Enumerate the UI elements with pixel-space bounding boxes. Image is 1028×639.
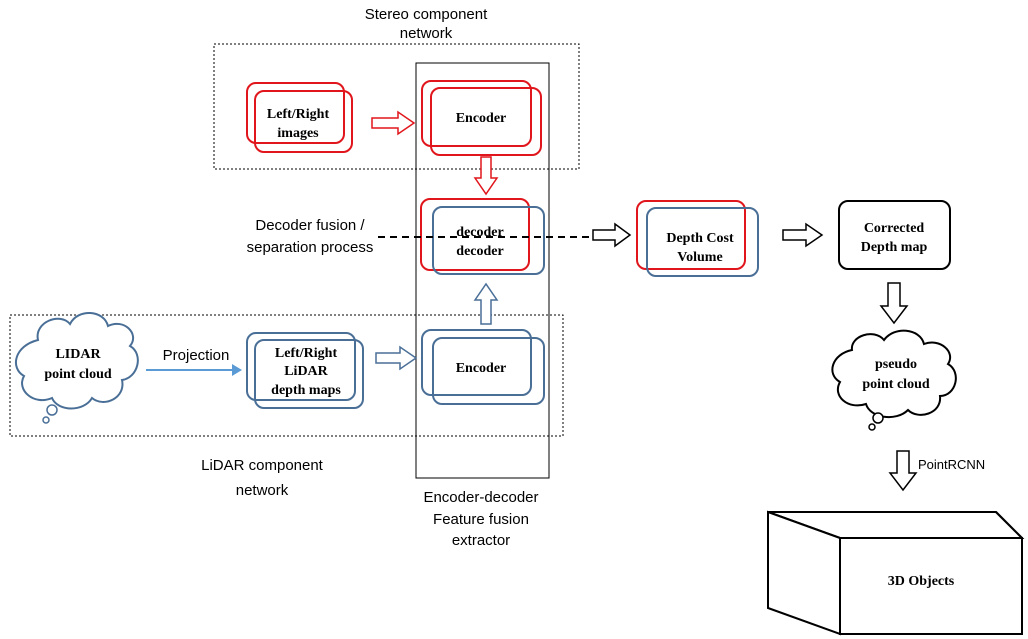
corrected-depth-map-node: Corrected Depth map xyxy=(838,200,951,270)
lidar-depth-maps-line3: depth maps xyxy=(271,383,341,398)
lidar-depth-maps-node: Left/Right LiDAR depth maps xyxy=(246,332,364,409)
fusion-extractor-frame xyxy=(415,62,550,479)
stereo-encoder-node: Encoder xyxy=(421,80,542,156)
cube-front-face xyxy=(839,537,1023,635)
decoder-label-line2: decoder xyxy=(456,244,503,259)
decoder-fusion-label-line1: Decoder fusion / xyxy=(255,217,365,234)
fusion-title-line3: extractor xyxy=(452,532,510,549)
lidar-depth-maps-line2: LiDAR xyxy=(284,364,328,379)
depth-cost-volume-line1: Depth Cost xyxy=(666,231,734,246)
pointrcnn-label: PointRCNN xyxy=(918,457,985,472)
pseudo-cloud-shape xyxy=(831,329,957,419)
lidar-point-cloud-node: LIDAR point cloud xyxy=(14,312,139,424)
arrow-lidar-encoder-to-decoder xyxy=(473,282,499,325)
decoder-node: decoder decoder xyxy=(420,198,545,275)
projection-arrow-head xyxy=(232,364,242,376)
lidar-cloud-line1: LIDAR xyxy=(55,347,101,362)
arrow-encoder-to-decoder xyxy=(473,156,499,196)
lidar-depth-maps-line1: Left/Right xyxy=(275,346,338,361)
stereo-network-frame xyxy=(213,43,580,170)
objects-3d-node: 3D Objects xyxy=(767,510,1025,636)
stereo-title-line1: Stereo component xyxy=(365,6,488,23)
corrected-depth-map-line2: Depth map xyxy=(861,240,928,255)
lidar-title-line2: network xyxy=(236,482,289,499)
arrow-depthmaps-to-encoder xyxy=(375,345,418,371)
objects-3d-label: 3D Objects xyxy=(888,574,955,589)
depth-cost-volume-line2: Volume xyxy=(677,250,722,265)
left-right-images-node: Left/Right images xyxy=(246,82,353,153)
pseudo-point-cloud-node: pseudo point cloud xyxy=(831,329,957,431)
depth-cost-volume-node: Depth Cost Volume xyxy=(636,200,759,277)
stereo-title-line2: network xyxy=(400,25,453,42)
lidar-encoder-label: Encoder xyxy=(456,361,507,376)
corrected-depth-map-line1: Corrected xyxy=(864,221,925,236)
fusion-title-line1: Encoder-decoder xyxy=(423,489,538,506)
lidar-cloud-shape xyxy=(14,312,139,410)
pseudo-cloud-line2: point cloud xyxy=(862,377,930,392)
left-right-images-line2: images xyxy=(277,126,319,141)
stereo-encoder-label: Encoder xyxy=(456,111,507,126)
arrow-depth-map-to-pseudo-cloud xyxy=(879,282,909,325)
pseudo-cloud-line1: pseudo xyxy=(875,357,917,372)
arrow-images-to-encoder xyxy=(371,110,416,136)
fusion-title-line2: Feature fusion xyxy=(433,511,529,528)
lidar-network-frame xyxy=(9,314,564,437)
left-right-images-line1: Left/Right xyxy=(267,107,330,122)
decoder-fusion-label-line2: separation process xyxy=(247,239,374,256)
arrow-pseudo-cloud-to-objects xyxy=(888,450,918,492)
arrow-cost-volume-to-depth-map xyxy=(782,222,824,248)
projection-label: Projection xyxy=(163,347,230,364)
arrow-decoder-to-cost-volume xyxy=(592,222,632,248)
lidar-cloud-line2: point cloud xyxy=(44,367,112,382)
lidar-title-line1: LiDAR component xyxy=(201,457,324,474)
lidar-encoder-node: Encoder xyxy=(421,329,545,405)
